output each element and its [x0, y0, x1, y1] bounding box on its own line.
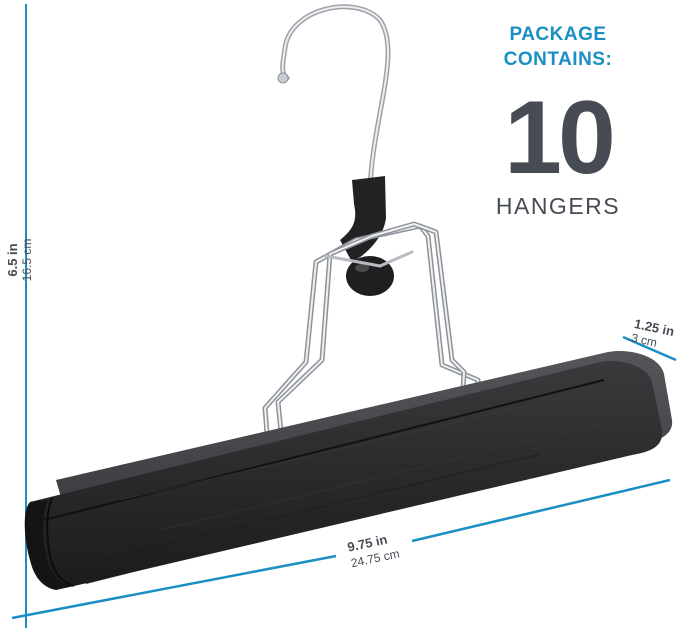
hook-tip — [277, 72, 289, 84]
package-title-line2: CONTAINS: — [503, 49, 613, 70]
package-title-line1: PACKAGE — [509, 24, 607, 45]
package-title: PACKAGE CONTAINS: — [478, 22, 638, 72]
height-metric: 16.5 cm — [20, 238, 34, 282]
wooden-clamp — [24, 350, 673, 590]
width-dimension-line-right — [411, 478, 671, 543]
height-imperial: 6.5 in — [5, 243, 20, 277]
width-dimension-line-left — [11, 554, 337, 620]
height-label: 6.5 in 16.5 cm — [5, 228, 34, 292]
package-count: 10 — [504, 80, 616, 196]
depth-dimension-line — [622, 335, 677, 362]
clip-wires — [262, 221, 481, 449]
package-unit: HANGERS — [495, 193, 621, 219]
